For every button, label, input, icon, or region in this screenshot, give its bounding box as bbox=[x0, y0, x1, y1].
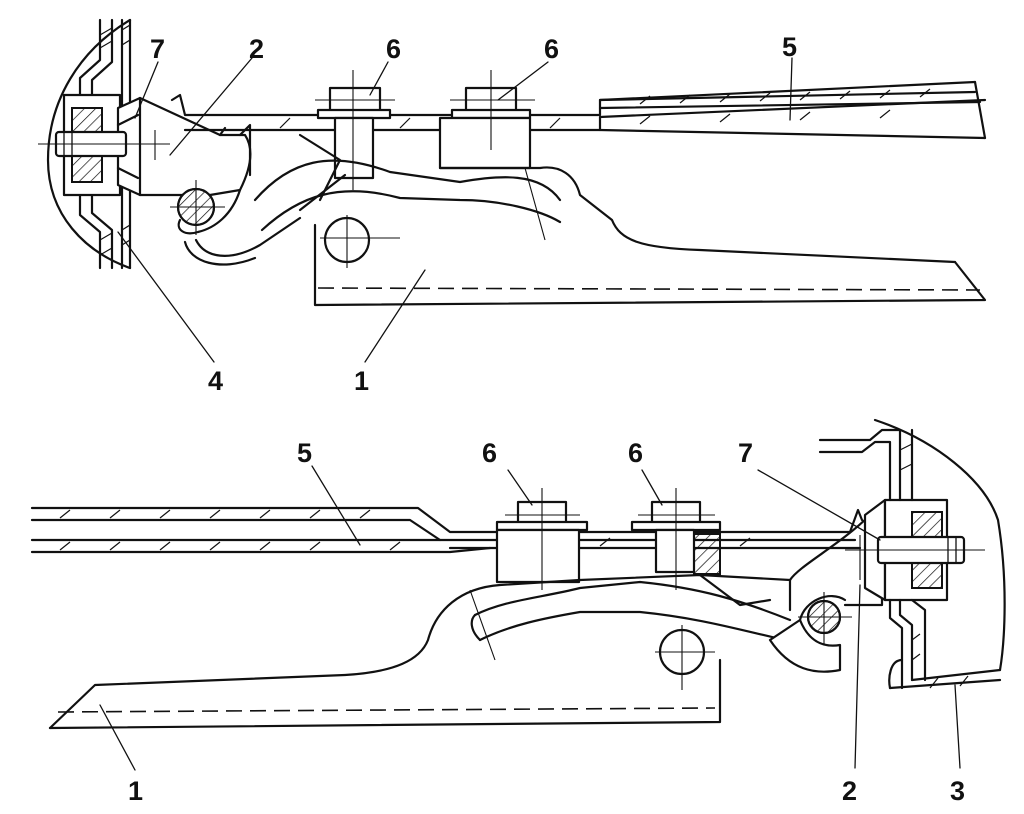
bottom-callout-1: 1 bbox=[128, 776, 143, 806]
top-callout-1: 1 bbox=[354, 366, 369, 396]
bottom-callout-6b: 6 bbox=[628, 438, 643, 468]
top-callout-6b: 6 bbox=[544, 34, 559, 64]
top-hinge-hook bbox=[177, 188, 302, 266]
bottom-bolt-6b bbox=[630, 488, 722, 590]
top-hinge-arm bbox=[253, 133, 562, 241]
top-hinge-lever bbox=[238, 123, 987, 307]
bottom-body-panel bbox=[818, 418, 1006, 690]
bottom-door-panel bbox=[30, 506, 864, 554]
top-leader-lines bbox=[117, 57, 793, 363]
top-door-panel bbox=[170, 80, 987, 140]
bottom-hinge-hook bbox=[768, 595, 847, 673]
bottom-view: 5 6 6 7 1 2 3 bbox=[30, 418, 1006, 806]
top-callout-2: 2 bbox=[249, 34, 264, 64]
top-view: 7 2 6 6 5 4 1 bbox=[38, 18, 987, 396]
top-pivot-pin bbox=[170, 180, 225, 235]
bottom-callout-6a: 6 bbox=[482, 438, 497, 468]
top-hinge-plate bbox=[138, 96, 252, 197]
top-callout-6a: 6 bbox=[386, 34, 401, 64]
top-callout-5: 5 bbox=[782, 32, 797, 62]
top-callout-7: 7 bbox=[150, 34, 165, 64]
bottom-callout-7: 7 bbox=[738, 438, 753, 468]
top-callout-4: 4 bbox=[208, 366, 223, 396]
bottom-leader-lines bbox=[99, 465, 961, 771]
bottom-bolt-6a bbox=[495, 488, 589, 590]
bottom-callout-3: 3 bbox=[950, 776, 965, 806]
bottom-hinge-arm bbox=[469, 573, 792, 661]
top-bolt-6b bbox=[438, 70, 535, 170]
bottom-hinge-lever bbox=[48, 578, 722, 730]
bottom-callout-2: 2 bbox=[842, 776, 857, 806]
top-hinge-bolt bbox=[38, 130, 150, 158]
bottom-callout-5: 5 bbox=[297, 438, 312, 468]
bottom-hinge-bolt bbox=[845, 535, 985, 565]
bottom-pivot-pin bbox=[798, 592, 852, 645]
